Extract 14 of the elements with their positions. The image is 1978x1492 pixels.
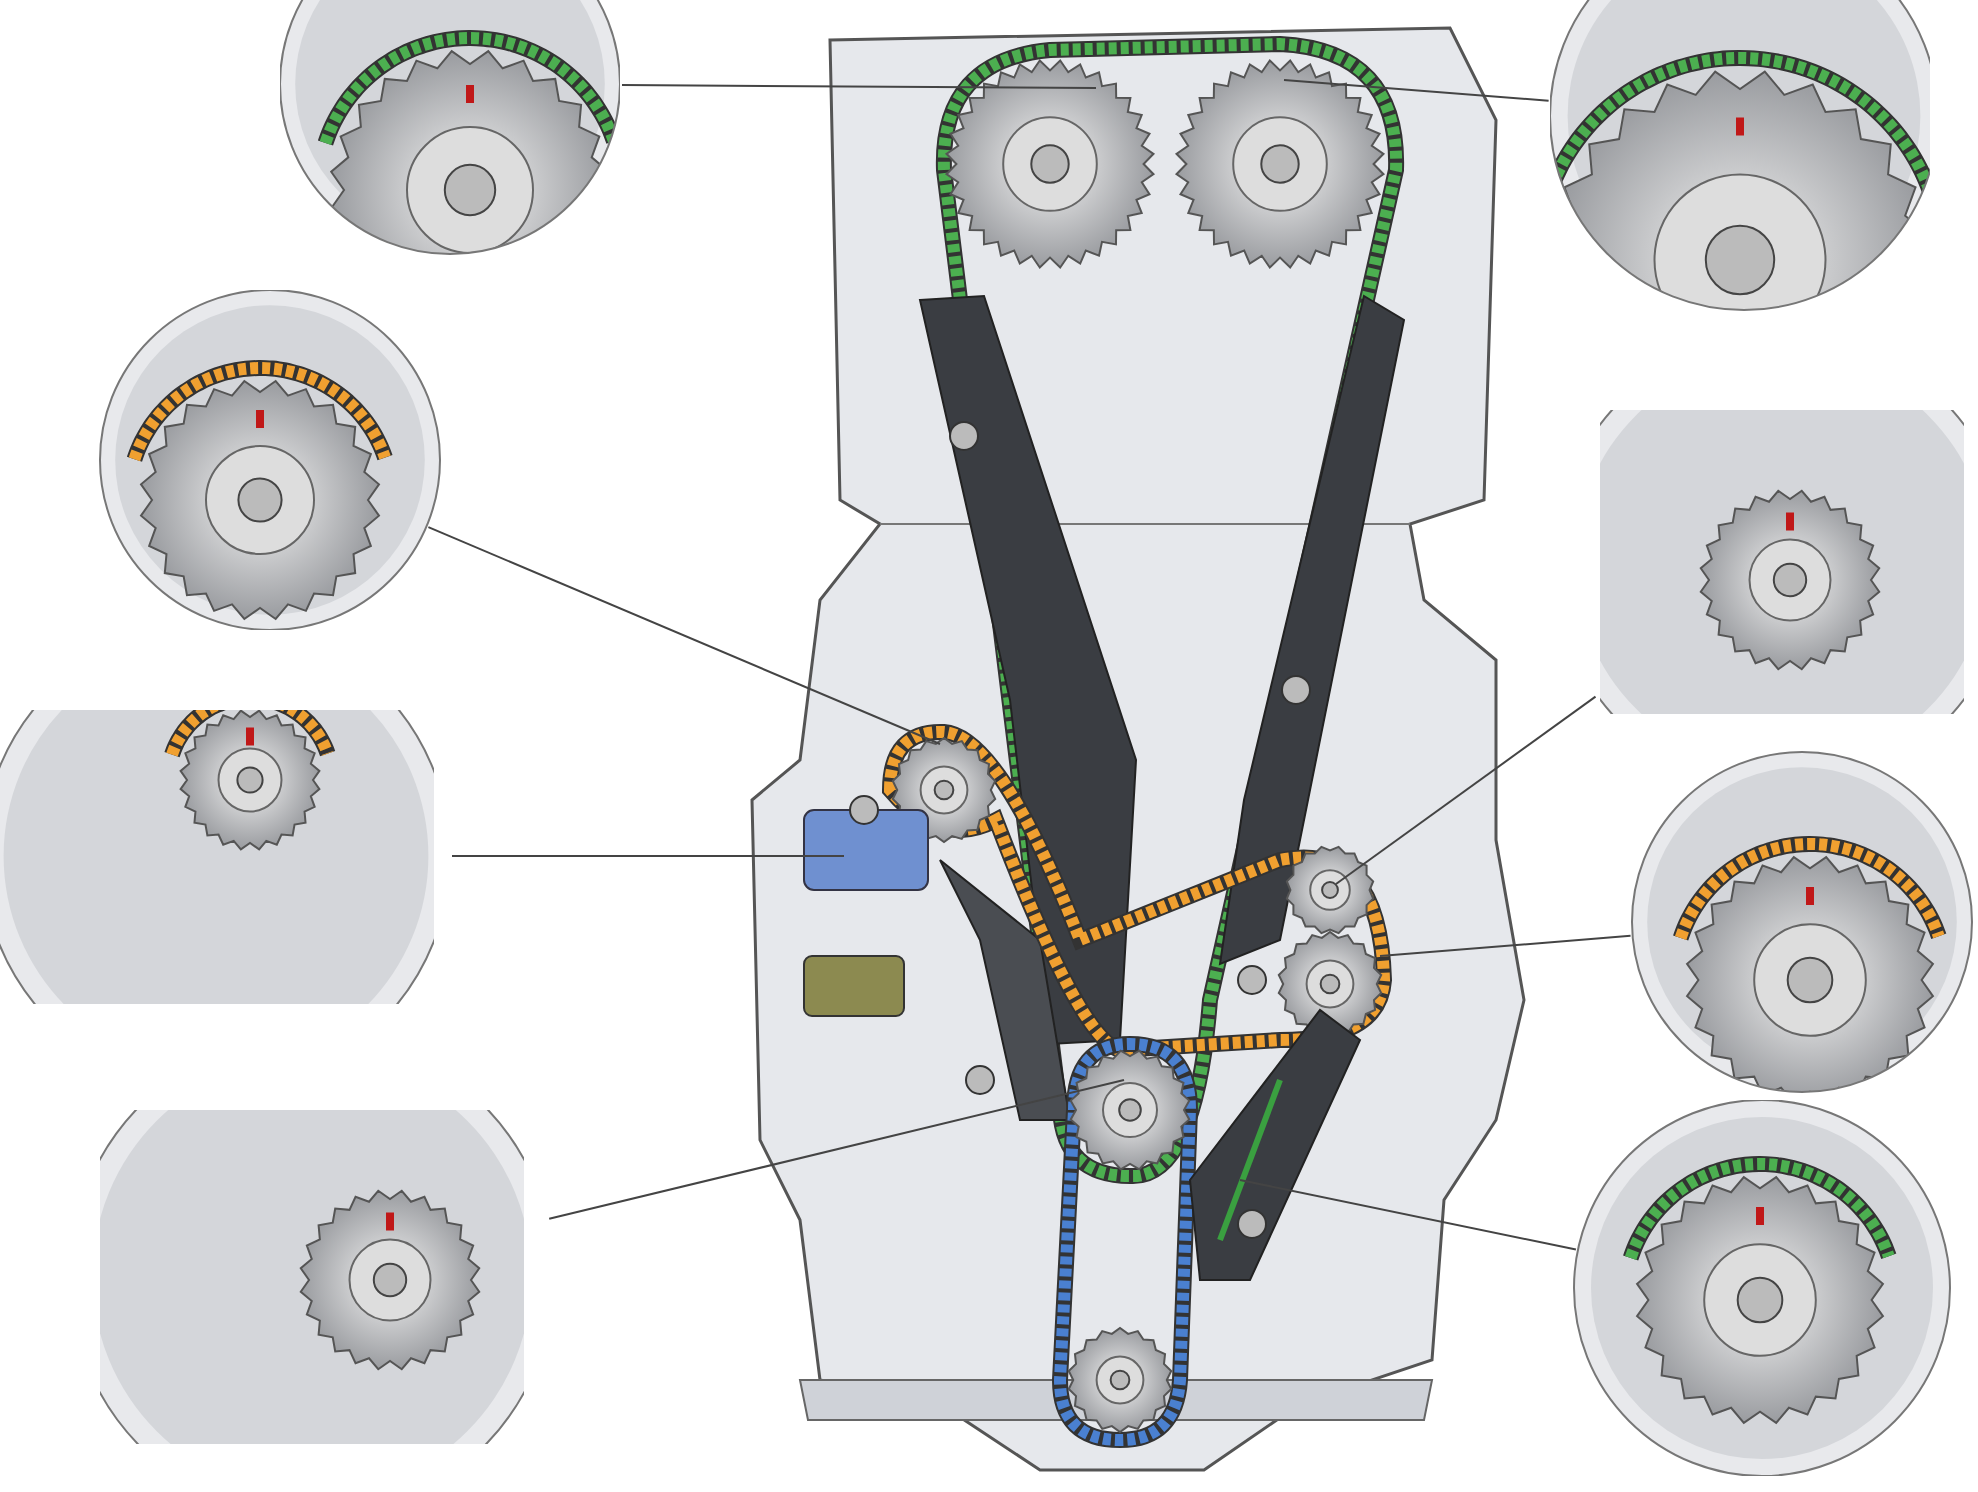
leader-line [1239,1179,1577,1251]
leader-line [1379,934,1632,957]
leader-line [427,526,941,745]
leader-line [451,855,845,857]
leader-line [621,84,1097,89]
leader-line [1283,79,1550,102]
detail-inset-drawing [100,1110,524,1444]
detail-inset-drawing [1550,0,1930,316]
leader-line [548,1079,1125,1220]
detail-inset-drawing [1600,410,1964,714]
leader-line [1335,695,1597,885]
detail-inset-drawing [96,290,446,630]
detail-inset-drawing [0,710,434,1004]
detail-inset-drawing [280,0,620,260]
